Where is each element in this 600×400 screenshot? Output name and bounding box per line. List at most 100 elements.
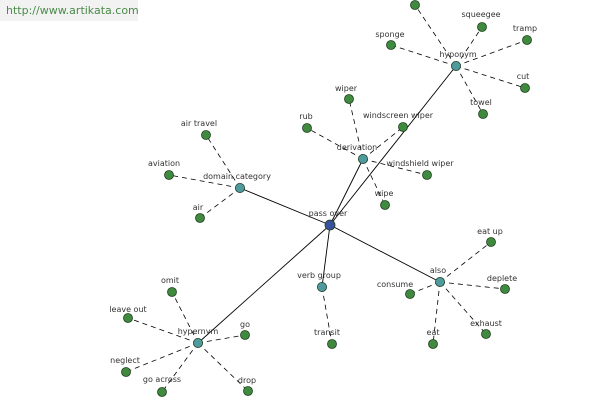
node-eat-up[interactable] bbox=[486, 237, 496, 247]
node-also[interactable] bbox=[434, 276, 445, 287]
edge-pass-over-to-also bbox=[329, 224, 441, 283]
edge-verb-group-to-transit bbox=[321, 286, 333, 345]
node-domain-category[interactable] bbox=[234, 182, 245, 193]
label-cut: cut bbox=[517, 72, 530, 81]
label-omit: omit bbox=[161, 276, 179, 285]
label-exhaust: exhaust bbox=[470, 319, 502, 328]
node-pass-over[interactable] bbox=[324, 219, 336, 231]
node-neglect[interactable] bbox=[121, 367, 131, 377]
label-aviation: aviation bbox=[148, 159, 180, 168]
label-air: air bbox=[193, 203, 204, 212]
edge-hypernym-to-leave-out bbox=[127, 317, 199, 344]
node-tramp[interactable] bbox=[522, 35, 532, 45]
node-go-across[interactable] bbox=[157, 387, 167, 397]
edge-pass-over-to-hyponym bbox=[329, 65, 457, 226]
node-hypernym[interactable] bbox=[192, 337, 203, 348]
edge-hypernym-to-neglect bbox=[125, 342, 199, 373]
edge-derivation-to-wipe bbox=[362, 158, 386, 206]
label-wiper: wiper bbox=[335, 84, 358, 93]
edge-pass-over-to-hypernym bbox=[197, 224, 331, 344]
node-cut[interactable] bbox=[520, 83, 530, 93]
edge-hypernym-to-go-across bbox=[161, 342, 199, 393]
node-sponge[interactable] bbox=[386, 40, 396, 50]
edge-pass-over-to-derivation bbox=[329, 158, 364, 226]
node-go[interactable] bbox=[240, 330, 250, 340]
edge-hyponym-to-cut bbox=[455, 65, 526, 89]
label-towel: towel bbox=[470, 98, 492, 107]
label-also: also bbox=[430, 266, 446, 275]
label-transit: transit bbox=[314, 328, 340, 337]
label-eat: eat bbox=[427, 328, 440, 337]
node-derivation[interactable] bbox=[357, 153, 368, 164]
label-go-across: go across bbox=[143, 375, 181, 384]
edge-hyponym-to-squeegee bbox=[455, 26, 483, 67]
edge-derivation-to-windshield-wiper bbox=[362, 158, 428, 176]
label-windshield-wiper: windshield wiper bbox=[386, 159, 454, 168]
edge-hyponym-to-towel bbox=[455, 65, 484, 115]
edge-hyponym-to-sponge bbox=[390, 44, 457, 67]
edge-pass-over-to-verb-group bbox=[321, 224, 331, 288]
label-layer: pass over domain category derivation hypony… bbox=[109, 10, 537, 385]
edge-pass-over-to-domain-category bbox=[239, 187, 331, 226]
edge-also-to-eat bbox=[432, 281, 441, 345]
edge-hypernym-to-omit bbox=[171, 291, 199, 344]
label-tramp: tramp bbox=[513, 24, 537, 33]
label-rub: rub bbox=[299, 112, 312, 121]
label-eat-up: eat up bbox=[477, 227, 503, 236]
node-eat[interactable] bbox=[428, 339, 438, 349]
node-consume[interactable] bbox=[405, 289, 415, 299]
edge-hypernym-to-drop bbox=[197, 342, 249, 392]
label-consume: consume bbox=[377, 280, 413, 289]
node-windscreen-wiper[interactable] bbox=[398, 122, 408, 132]
label-leave-out: leave out bbox=[109, 305, 146, 314]
edge-hyponym-to-tramp bbox=[455, 39, 528, 67]
node-air[interactable] bbox=[195, 213, 205, 223]
node-exhaust[interactable] bbox=[481, 329, 491, 339]
edge-also-to-eat-up bbox=[439, 241, 492, 283]
node-transit[interactable] bbox=[327, 339, 337, 349]
node-wipe[interactable] bbox=[380, 200, 390, 210]
label-drop: drop bbox=[238, 376, 256, 385]
watermark-url[interactable]: http://www.artikata.com bbox=[0, 0, 139, 21]
node-wiper[interactable] bbox=[344, 94, 354, 104]
label-windscreen-wiper: windscreen wiper bbox=[363, 111, 434, 120]
label-air-travel: air travel bbox=[181, 119, 217, 128]
label-deplete: deplete bbox=[487, 274, 517, 283]
node-windshield-wiper[interactable] bbox=[422, 170, 432, 180]
node-verb-group[interactable] bbox=[316, 281, 327, 292]
node-layer bbox=[121, 0, 532, 397]
node-squeegee[interactable] bbox=[477, 22, 487, 32]
node-hyp-top[interactable] bbox=[410, 0, 420, 10]
label-domain-category: domain category bbox=[203, 172, 271, 181]
label-squeegee: squeegee bbox=[461, 10, 500, 19]
node-deplete[interactable] bbox=[500, 284, 510, 294]
label-wipe: wipe bbox=[375, 189, 394, 198]
node-towel[interactable] bbox=[478, 109, 488, 119]
edge-derivation-to-rub bbox=[306, 127, 364, 160]
edge-domain-category-to-air bbox=[199, 187, 241, 219]
edge-domain-category-to-aviation bbox=[168, 174, 241, 189]
edge-hyponym-to-hyp-top bbox=[414, 4, 457, 67]
label-hypernym: hypernym bbox=[178, 327, 219, 336]
edge-layer bbox=[125, 4, 528, 393]
label-sponge: sponge bbox=[375, 30, 404, 39]
node-rub[interactable] bbox=[302, 123, 312, 133]
node-leave-out[interactable] bbox=[123, 313, 133, 323]
label-go: go bbox=[240, 320, 250, 329]
node-omit[interactable] bbox=[167, 287, 177, 297]
label-pass-over: pass over bbox=[309, 209, 348, 218]
label-hyponym: hyponym bbox=[439, 50, 477, 59]
edge-derivation-to-wiper bbox=[348, 98, 364, 160]
edge-also-to-deplete bbox=[439, 281, 506, 290]
label-verb-group: verb group bbox=[297, 271, 341, 280]
node-drop[interactable] bbox=[243, 386, 253, 396]
node-hyponym[interactable] bbox=[450, 61, 461, 72]
node-aviation[interactable] bbox=[164, 170, 174, 180]
edge-hypernym-to-go bbox=[197, 334, 246, 344]
edge-domain-category-to-air-travel bbox=[205, 134, 241, 189]
label-neglect: neglect bbox=[110, 356, 140, 365]
node-air-travel[interactable] bbox=[201, 130, 211, 140]
label-derivation: derivation bbox=[337, 143, 377, 152]
